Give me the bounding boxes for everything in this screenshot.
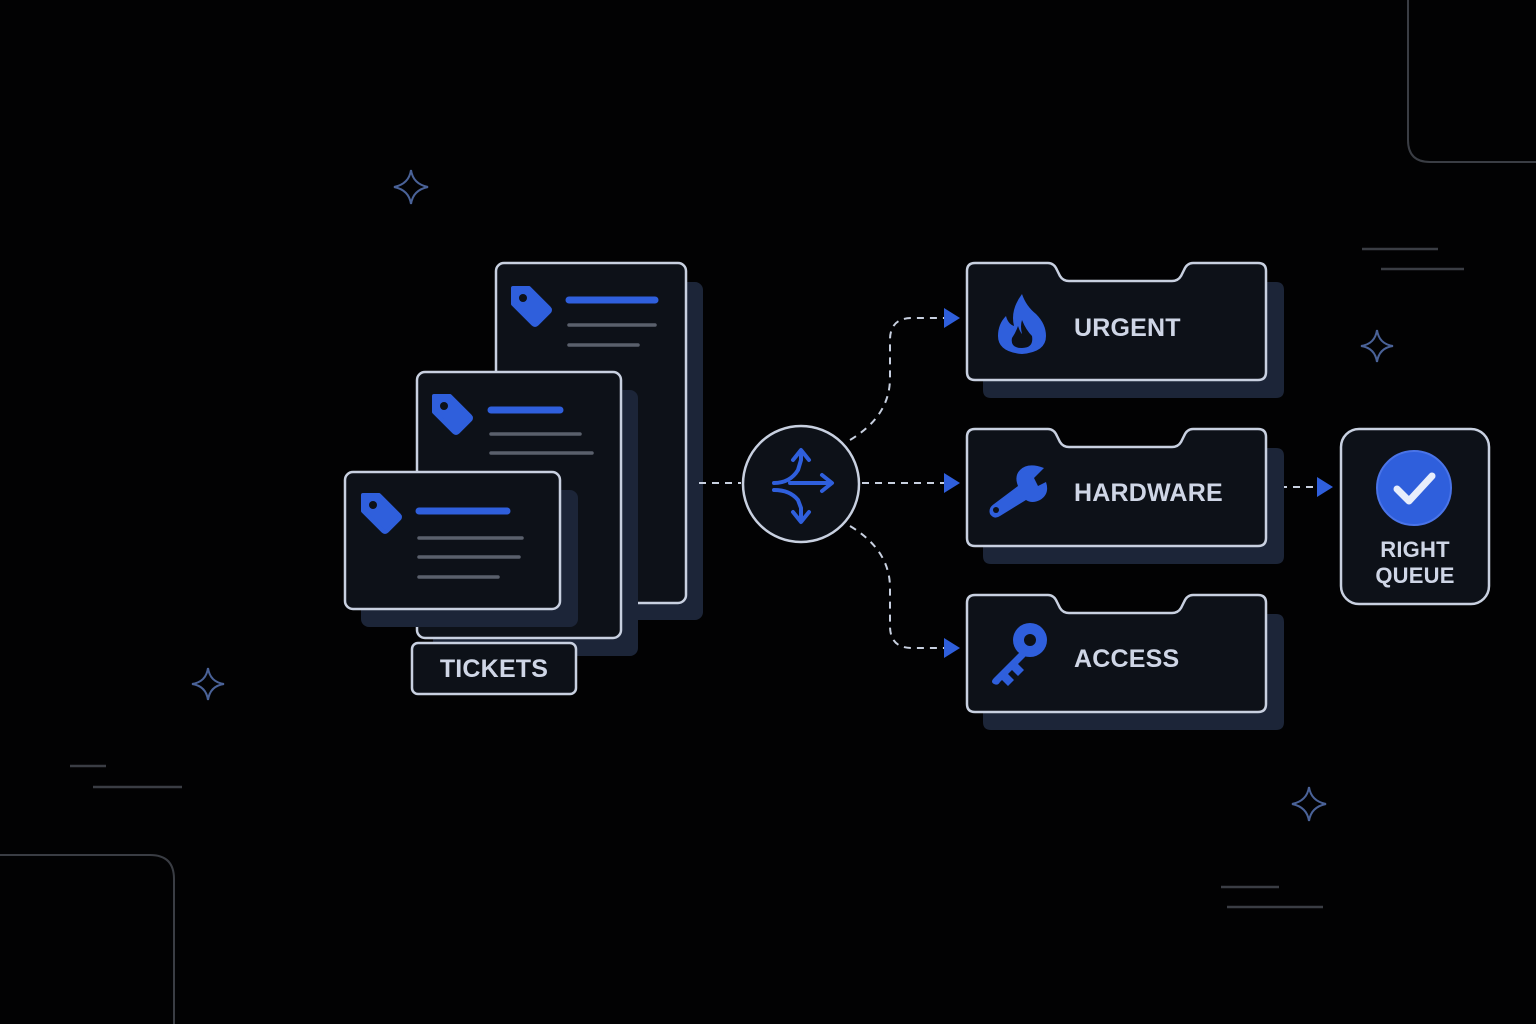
split-arrows-icon	[772, 448, 834, 524]
flame-icon	[998, 294, 1046, 354]
tickets-label: TICKETS	[440, 655, 548, 683]
arrowhead-icon	[944, 308, 960, 328]
sparkle-icon	[393, 169, 429, 205]
check-circle-icon	[1376, 450, 1452, 526]
wrench-icon	[989, 465, 1048, 518]
right-queue-label-line2: QUEUE	[1375, 563, 1454, 588]
ticket-card	[343, 470, 578, 627]
connector-lines	[699, 317, 1318, 649]
tag-icon	[361, 493, 402, 534]
category-label: URGENT	[1074, 314, 1181, 342]
arrowhead-icon	[944, 473, 960, 493]
corner-frame-bottom-left	[0, 854, 175, 1024]
arrowhead-icon	[1317, 477, 1333, 497]
corner-frame-top-right	[1407, 0, 1536, 163]
category-label: HARDWARE	[1074, 479, 1223, 507]
category-card-hardware: HARDWARE	[965, 427, 1284, 564]
sparkle-icon	[1360, 329, 1394, 363]
connector-router-to-access	[849, 525, 945, 649]
tickets-label-box: TICKETS	[410, 641, 578, 696]
category-label: ACCESS	[1074, 645, 1179, 673]
category-card-urgent: URGENT	[965, 261, 1284, 398]
tag-icon	[432, 394, 473, 435]
arrowhead-icon	[944, 638, 960, 658]
decor-lines	[70, 247, 1464, 909]
arrowheads	[944, 308, 1333, 658]
right-queue-card: RIGHT QUEUE	[1339, 427, 1491, 606]
connector-router-to-urgent	[849, 317, 945, 441]
tag-icon	[511, 286, 552, 327]
router-node	[741, 424, 861, 544]
sparkle-icon	[191, 667, 225, 701]
sparkle-icon	[1291, 786, 1327, 822]
category-card-access: ACCESS	[965, 593, 1284, 730]
right-queue-label-line1: RIGHT	[1380, 537, 1450, 562]
key-icon	[992, 623, 1047, 686]
